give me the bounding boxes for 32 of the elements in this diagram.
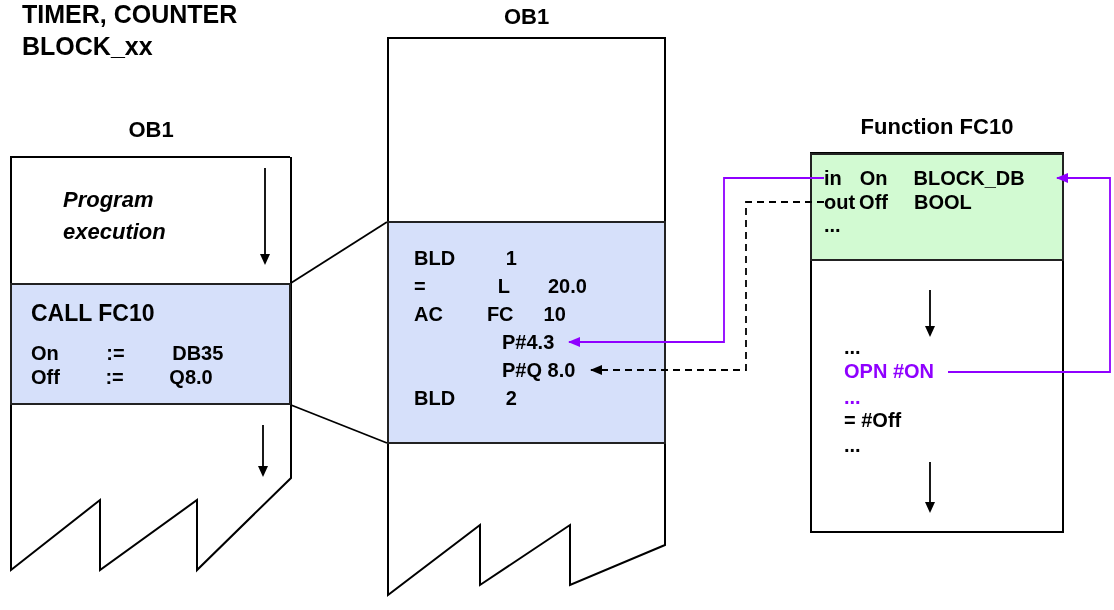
arrow	[590, 201, 825, 375]
annotation-text: Program execution	[63, 186, 167, 246]
code-line: BLD 1	[414, 246, 517, 270]
block-title: OB1	[502, 5, 551, 29]
block-title: OB1	[127, 118, 175, 142]
function-block	[810, 115, 1064, 533]
ellipsis-text: ...	[844, 433, 861, 457]
parameter-block	[810, 153, 1064, 261]
block-title: Function FC10	[859, 115, 1015, 139]
code-line: = L 20.0	[414, 274, 587, 298]
code-line: P#4.3	[502, 330, 555, 354]
ellipsis-text: ...	[844, 385, 861, 409]
parameter-line: in On BLOCK_DB	[824, 166, 1025, 190]
parameter-line: out Off BOOL	[824, 190, 972, 214]
code-line: BLD 2	[414, 386, 517, 410]
code-line: On := DB35	[31, 341, 224, 365]
code-line: CALL FC10	[31, 301, 155, 325]
call-block	[10, 283, 291, 405]
code-line: P#Q 8.0	[502, 358, 576, 382]
code-line: OPN #ON	[844, 359, 935, 383]
arrow	[568, 177, 825, 347]
code-line: = #Off	[844, 408, 902, 432]
arrow	[947, 173, 1111, 373]
connector-line	[290, 221, 388, 284]
heading-text: BLOCK_xx	[22, 34, 153, 58]
ellipsis-text: ...	[824, 213, 841, 237]
heading-text: TIMER, COUNTER	[22, 2, 238, 26]
code-line: Off := Q8.0	[31, 365, 213, 389]
code-block	[387, 221, 666, 444]
connector-line	[290, 404, 388, 444]
code-line: AC FC 10	[414, 302, 566, 326]
ellipsis-text: ...	[844, 335, 861, 359]
